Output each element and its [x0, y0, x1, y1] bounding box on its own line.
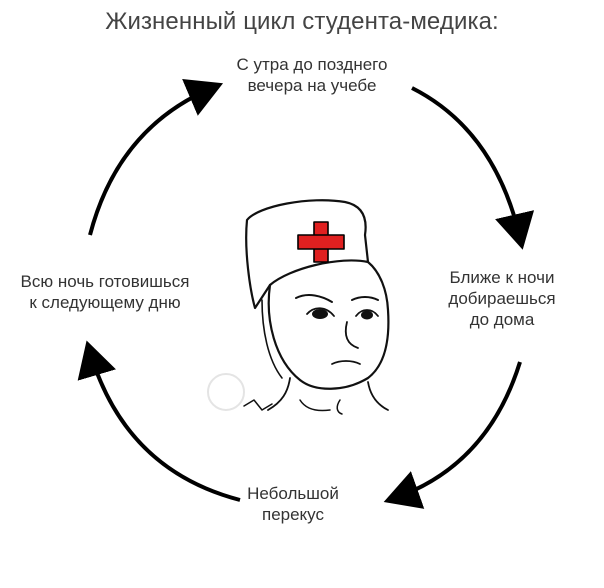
step-line: до дома: [469, 310, 535, 329]
doctor-cap: [245, 199, 370, 310]
cycle-step-night-prep: Всю ночь готовишься к следующему дню: [0, 271, 210, 313]
cycle-step-snack: Небольшой перекус: [208, 483, 378, 525]
mouth: [331, 360, 361, 365]
left-eye: [306, 307, 335, 319]
left-eyebrow: [295, 294, 333, 303]
step-line: добираешься: [448, 289, 556, 308]
wojak-doctor-drawing: [207, 199, 390, 415]
right-eyebrow: [351, 296, 379, 301]
arrow-top-right: [411, 86, 535, 250]
arrow-top-left: [88, 79, 224, 236]
arrow-bottom-left: [77, 340, 241, 502]
watermark-icon: [207, 373, 245, 411]
cycle-step-getting-home: Ближе к ночи добираешься до дома: [418, 267, 586, 330]
page-title: Жизненный цикл студента-медика:: [105, 8, 499, 35]
step-line: С утра до позднего: [236, 55, 388, 74]
step-line: Ближе к ночи: [449, 268, 555, 287]
step-line: перекус: [261, 505, 324, 524]
arrow-bottom-right: [383, 361, 522, 509]
cycle-step-morning-study: С утра до позднего вечера на учебе: [202, 54, 422, 96]
step-line: Небольшой: [247, 484, 339, 503]
step-line: вечера на учебе: [247, 76, 377, 95]
face-outline: [267, 260, 390, 390]
nose: [344, 321, 359, 349]
step-line: к следующему дню: [29, 293, 181, 312]
step-line: Всю ночь готовишься: [20, 272, 190, 291]
red-cross-icon: [297, 221, 345, 263]
right-eye: [355, 309, 379, 320]
